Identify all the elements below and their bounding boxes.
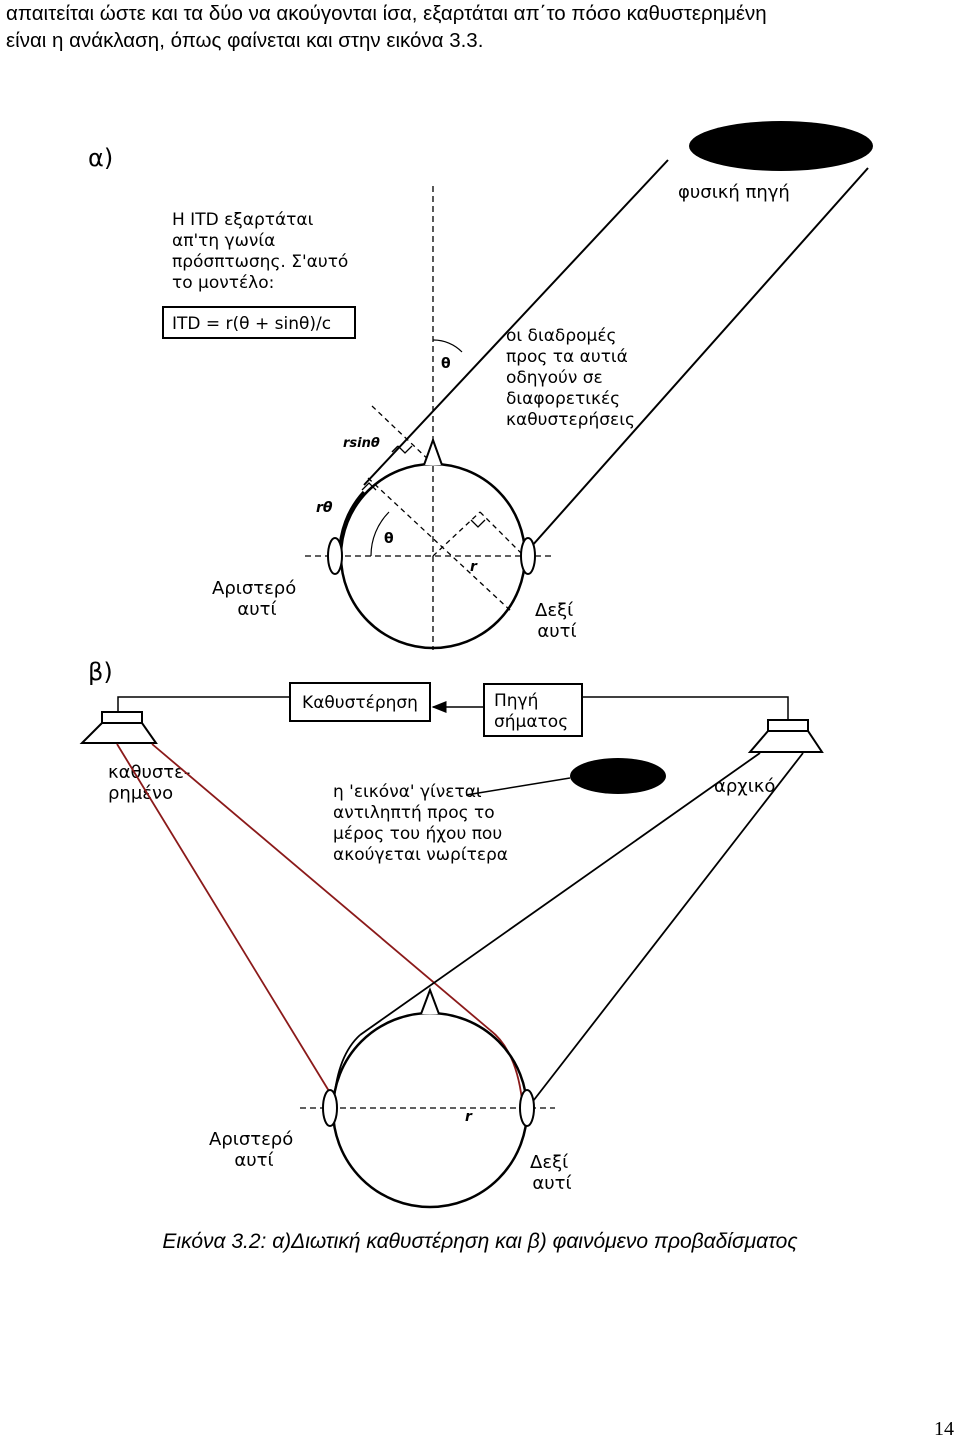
theta-arc-center bbox=[370, 511, 390, 557]
rsin-projection bbox=[371, 405, 434, 465]
phantom-image-blob bbox=[570, 758, 666, 794]
natural-source-blob bbox=[689, 121, 873, 171]
diagonal-dashed bbox=[367, 477, 513, 613]
theta-arc-top bbox=[432, 339, 463, 353]
theta-center: θ bbox=[384, 531, 394, 547]
radius-label-a: r bbox=[470, 559, 478, 575]
source-box-label: Πηγή σήματος bbox=[494, 691, 568, 732]
body-paragraph: απαιτείται ώστε και τα δύο να ακούγονται… bbox=[6, 0, 956, 54]
head-b bbox=[331, 1011, 529, 1209]
left-ear-b bbox=[322, 1089, 338, 1127]
wire-to-left-speaker bbox=[117, 696, 290, 712]
right-speaker bbox=[747, 719, 824, 753]
phantom-image-text: η 'εικόνα' γίνεται αντιληπτή προς το μέρ… bbox=[333, 782, 508, 865]
right-ear-label-b: Δεξί αυτί bbox=[530, 1152, 574, 1194]
natural-source-label: φυσική πηγή bbox=[678, 182, 790, 203]
figure-caption: Εικόνα 3.2: α)Διωτική καθυστέρηση και β)… bbox=[162, 1230, 798, 1253]
ray-to-left-ear bbox=[363, 159, 669, 486]
image-pointer bbox=[465, 777, 571, 796]
delayed-label: καθυστε- ρημένο bbox=[108, 762, 196, 804]
page-number: 14 bbox=[934, 1418, 954, 1440]
nose-a bbox=[423, 437, 443, 466]
itd-formula: ITD = r(θ + sinθ)/c bbox=[172, 314, 331, 334]
ray-to-right-ear bbox=[522, 167, 869, 557]
rtheta-label: rθ bbox=[316, 500, 333, 516]
right-ear-a bbox=[520, 537, 536, 575]
panel-a-label: α) bbox=[88, 144, 113, 172]
nose-b bbox=[420, 987, 440, 1015]
delay-box-label: Καθυστέρηση bbox=[302, 693, 418, 713]
left-ear-label-b: Αριστερό αυτί bbox=[209, 1129, 299, 1171]
right-angle-mark-2 bbox=[361, 482, 377, 491]
paragraph-line-2: είναι η ανάκλαση, όπως φαίνεται και στην… bbox=[6, 29, 484, 52]
tangent-to-ear bbox=[479, 511, 525, 557]
panel-a: α) Η ITD εξαρτάται απ'τη γωνία πρόσπτωση… bbox=[88, 121, 873, 650]
left-speaker bbox=[79, 711, 158, 744]
arc-r-theta bbox=[338, 490, 366, 557]
right-ear-b bbox=[519, 1089, 535, 1127]
theta-top: θ bbox=[441, 356, 451, 372]
wire-to-right-speaker bbox=[582, 696, 789, 720]
itd-description: Η ITD εξαρτάται απ'τη γωνία πρόσπτωσης. … bbox=[172, 210, 354, 293]
source-box bbox=[483, 683, 583, 737]
radius-to-tangent bbox=[432, 511, 481, 557]
right-angle-mark-3 bbox=[470, 519, 486, 528]
paths-description: οι διαδρομές προς τα αυτιά οδηγούν σε δι… bbox=[506, 326, 635, 430]
paragraph-line-1: απαιτείται ώστε και τα δύο να ακούγονται… bbox=[6, 2, 767, 25]
right-angle-mark-1 bbox=[397, 445, 413, 454]
formula-box bbox=[162, 306, 356, 339]
rsin-segment bbox=[391, 445, 399, 453]
rsin-label: rsinθ bbox=[343, 436, 380, 451]
radius-label-b: r bbox=[465, 1109, 473, 1125]
delay-box bbox=[289, 682, 431, 722]
figure-3-2: α) Η ITD εξαρτάται απ'τη γωνία πρόσπτωση… bbox=[79, 121, 873, 1209]
right-ear-label-a: Δεξί αυτί bbox=[535, 600, 579, 642]
left-ear-label-a: Αριστερό αυτί bbox=[212, 578, 302, 620]
left-ear-a bbox=[327, 537, 343, 575]
panel-b: β) Καθυστέρηση Πηγή σήματος καθυστε- ρημ… bbox=[79, 658, 824, 1209]
panel-b-label: β) bbox=[88, 658, 113, 686]
original-label: αρχικό bbox=[714, 776, 775, 797]
